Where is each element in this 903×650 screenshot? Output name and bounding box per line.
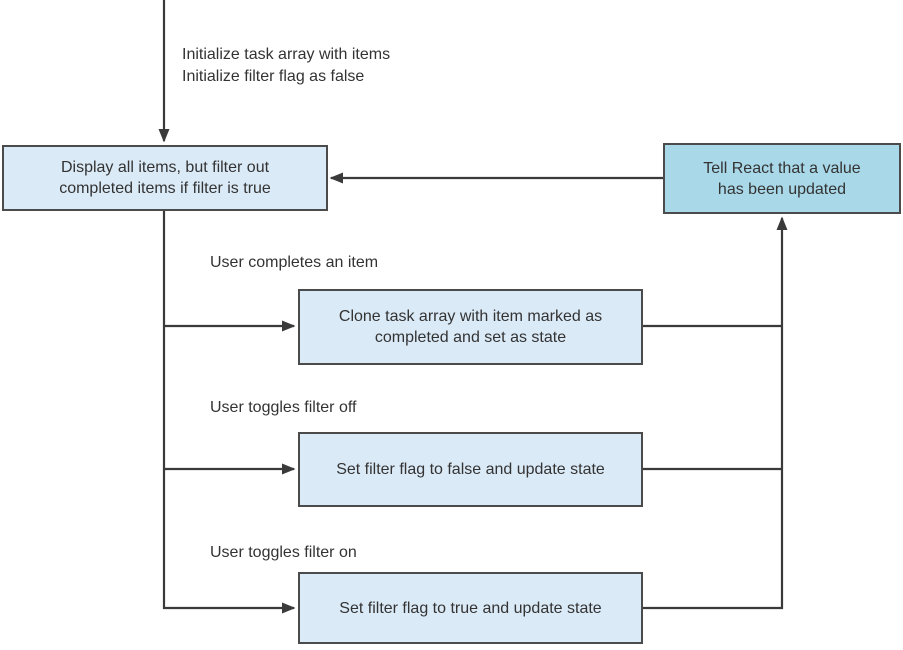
node-clone-task-array: Clone task array with item marked as com… xyxy=(298,289,643,365)
edge-label-toggles-filter-on: User toggles filter on xyxy=(210,544,357,561)
edge-label-user-completes: User completes an item xyxy=(210,254,379,271)
node-set-filter-false: Set filter flag to false and update stat… xyxy=(298,432,643,507)
edge-display-spine-to-filter-true xyxy=(162,210,296,614)
edge-label-toggles-filter-off: User toggles filter off xyxy=(210,399,357,416)
node-tell-react: Tell React that a value has been updated xyxy=(663,143,901,214)
node-display-items: Display all items, but filter out comple… xyxy=(2,145,328,211)
edge-filter-true-to-react xyxy=(643,216,788,610)
init-annotation: Initialize task array with items Initial… xyxy=(182,46,391,85)
node-set-filter-true: Set filter flag to true and update state xyxy=(298,572,643,644)
